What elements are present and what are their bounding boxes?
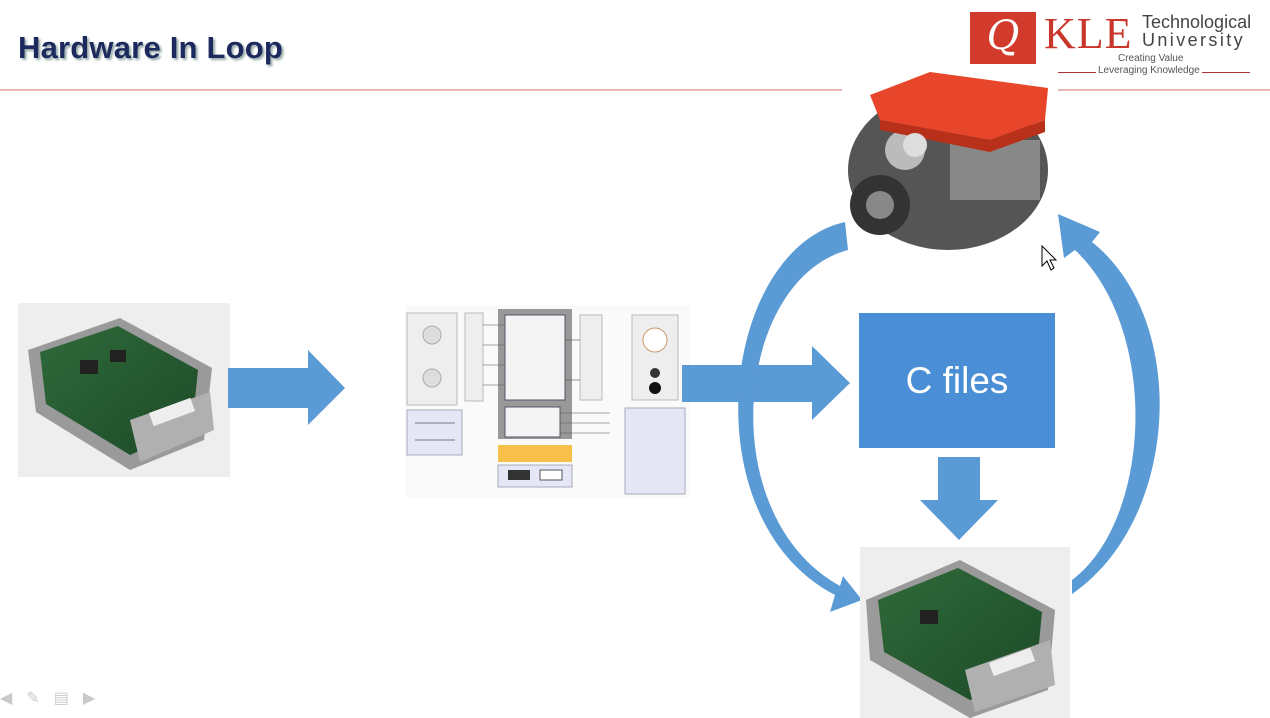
forward-icon[interactable]: ▶ (82, 690, 96, 707)
ecu-photo-left (18, 303, 230, 477)
arrow-right-1 (228, 350, 345, 425)
loop-arrow-left (738, 222, 862, 612)
kle-logo: Q KLE Technological University Creating … (970, 9, 1265, 80)
logo-line1: Technological (1142, 12, 1252, 32)
c-files-label: C files (905, 359, 1009, 401)
engine-photo (848, 72, 1048, 250)
menu-icon[interactable]: ▤ (53, 690, 69, 707)
title-divider-right (1058, 89, 1270, 91)
tagline-rule (1058, 72, 1096, 73)
ecu-photo-bottom (860, 547, 1070, 718)
logo-emblem-icon: Q (970, 12, 1036, 64)
logo-brand: KLE (1044, 9, 1133, 58)
simulink-model-image (405, 305, 690, 497)
arrow-right-2 (682, 346, 850, 420)
loop-arrow-right (1058, 214, 1160, 594)
logo-line2: University (1142, 30, 1246, 50)
arrow-down (920, 457, 998, 540)
slideshow-toolbar: ◀ ✎ ▤ ▶ (0, 688, 95, 708)
pen-icon[interactable]: ✎ (26, 690, 40, 707)
tagline-rule (1202, 72, 1250, 73)
slide-title: Hardware In Loop (18, 30, 284, 65)
mouse-cursor-icon (1041, 244, 1058, 271)
c-files-box: C files (859, 313, 1055, 448)
title-divider (0, 89, 842, 91)
back-icon[interactable]: ◀ (0, 690, 13, 707)
logo-tagline1: Creating Value (1118, 53, 1184, 64)
logo-tagline2: Leveraging Knowledge (1098, 65, 1200, 76)
